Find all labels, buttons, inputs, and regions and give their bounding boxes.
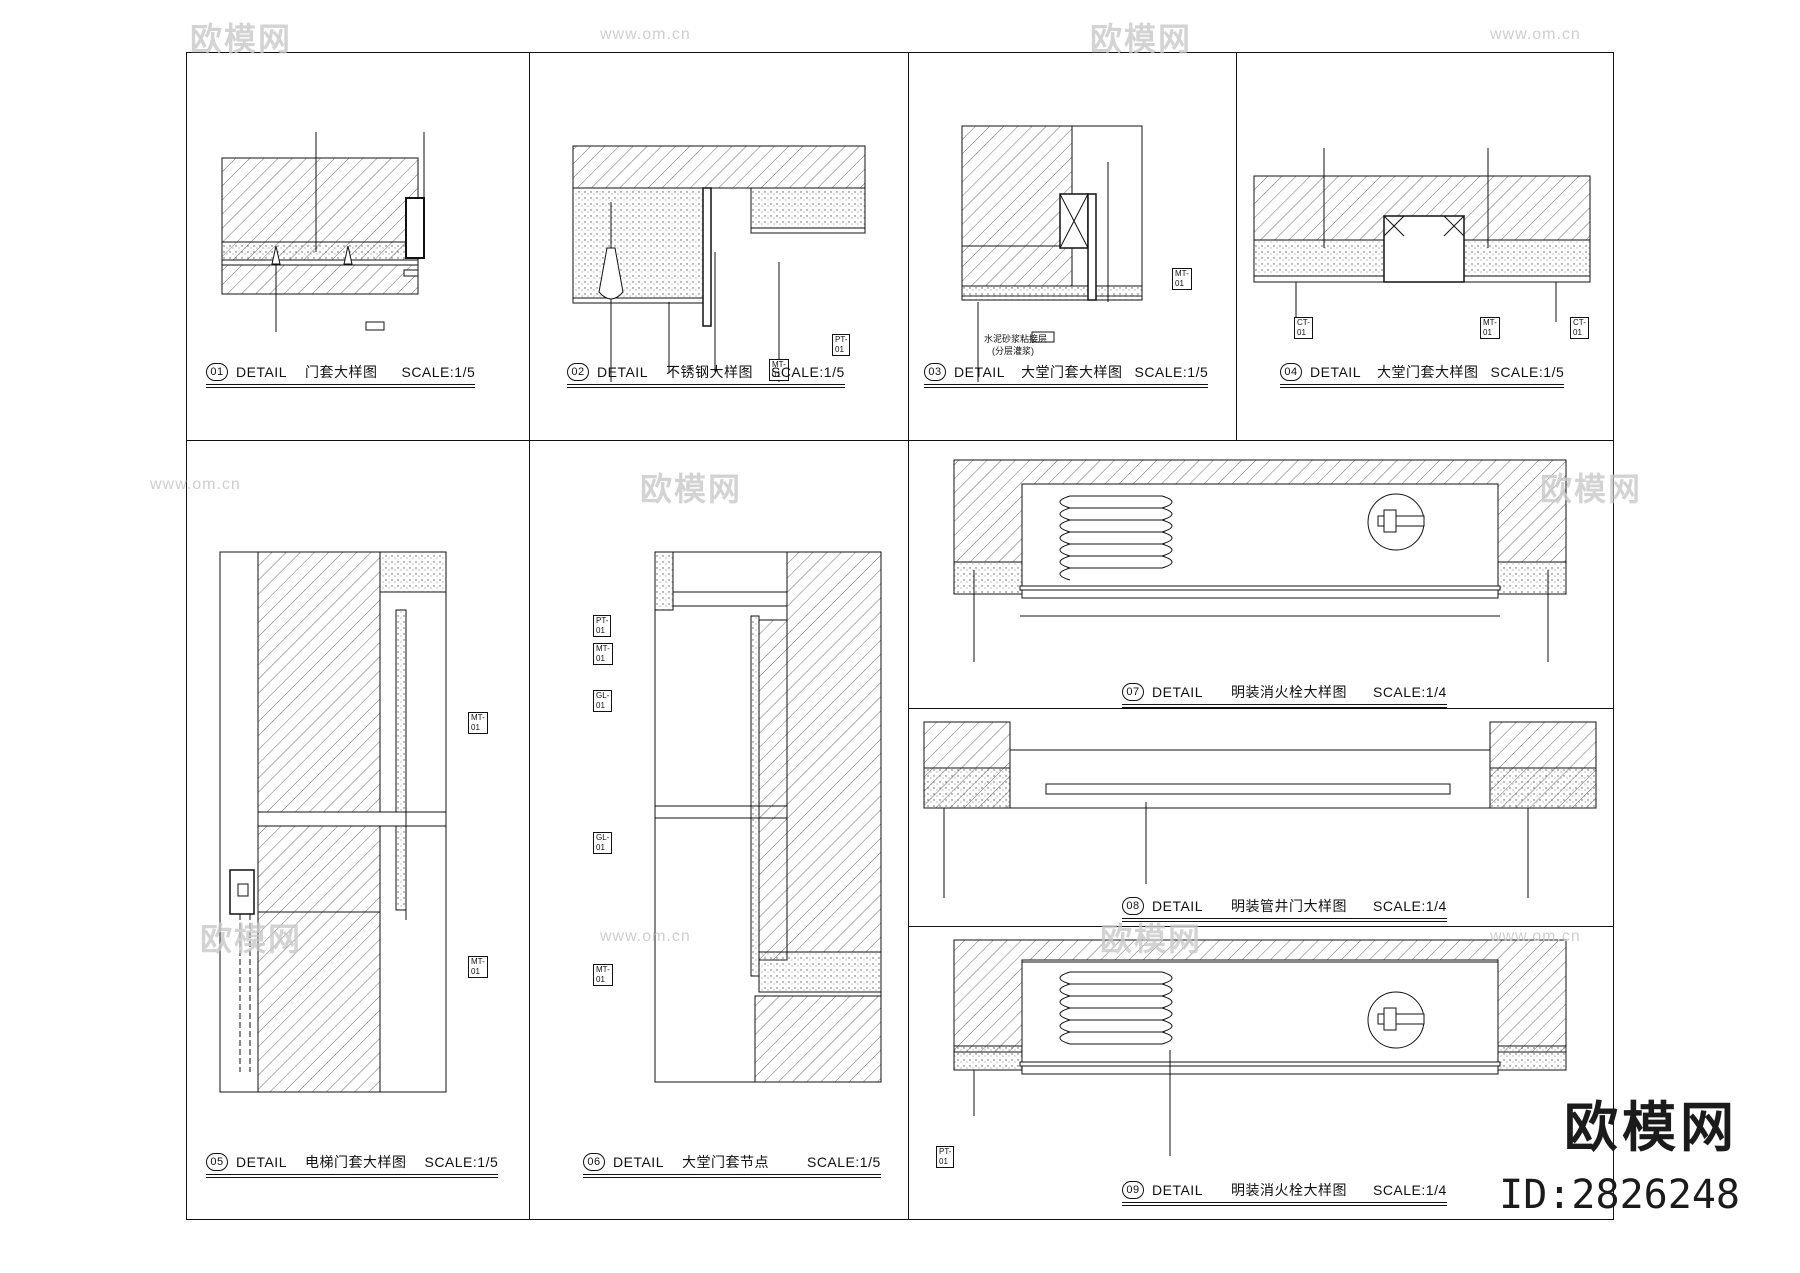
hose-reel	[1059, 971, 1173, 1045]
detail-drawing-03	[961, 125, 1143, 382]
detail-number: 05	[206, 1153, 228, 1171]
detail-scale: SCALE:1/4	[1372, 898, 1447, 914]
detail-title: 04 DETAIL 大堂门套大样图 SCALE:1/5	[1280, 362, 1565, 388]
material-tag: PT-01	[936, 1146, 955, 1168]
detail-name: 电梯门套大样图	[304, 1154, 407, 1170]
detail-drawing-04	[1253, 148, 1591, 322]
detail-drawing-06	[654, 551, 882, 1083]
material-tag: MT-01	[1480, 317, 1500, 339]
material-tag: GL-01	[593, 690, 613, 712]
model-id: ID:2826248	[1499, 1172, 1740, 1218]
annotation: 水泥砂浆粘接层	[984, 334, 1048, 344]
material-tag: MT-01	[593, 643, 613, 665]
detail-number: 03	[924, 363, 946, 381]
material-tag: MT-01	[468, 956, 488, 978]
detail-name: 明装消火栓大样图	[1230, 684, 1347, 700]
detail-number: 01	[206, 363, 228, 381]
detail-title: 02 DETAIL 不锈钢大样图 SCALE:1/5	[567, 362, 845, 388]
material-tag: CT-01	[1570, 317, 1589, 339]
detail-name: 大堂门套大样图	[1020, 364, 1123, 380]
detail-drawing-07	[953, 459, 1567, 662]
detail-label: DETAIL	[236, 1154, 287, 1170]
material-tag: GL-01	[593, 832, 613, 854]
watermark-url: www.om.cn	[600, 928, 691, 945]
detail-title: 03 DETAIL 大堂门套大样图 SCALE:1/5	[924, 362, 1209, 388]
detail-label: DETAIL	[1310, 364, 1361, 380]
detail-number: 04	[1280, 363, 1302, 381]
brand-logo-text: 欧模网	[1564, 1096, 1738, 1159]
detail-scale: SCALE:1/5	[424, 1154, 499, 1170]
watermark-url: www.om.cn	[600, 26, 691, 43]
detail-title: 05 DETAIL 电梯门套大样图 SCALE:1/5	[206, 1152, 499, 1178]
watermark: 欧模网	[640, 471, 743, 507]
detail-title: 07 DETAIL 明装消火栓大样图 SCALE:1/4	[1122, 682, 1447, 708]
detail-name: 大堂门套大样图	[1376, 364, 1479, 380]
detail-scale: SCALE:1/5	[806, 1154, 881, 1170]
detail-scale: SCALE:1/4	[1372, 684, 1447, 700]
watermark-url: www.om.cn	[1490, 26, 1581, 43]
detail-number: 07	[1122, 683, 1144, 701]
detail-scale: SCALE:1/5	[1134, 364, 1209, 380]
detail-drawing-01	[221, 132, 425, 332]
detail-name: 明装消火栓大样图	[1230, 1182, 1347, 1198]
divider	[186, 440, 1614, 441]
detail-scale: SCALE:1/5	[1490, 364, 1565, 380]
detail-title: 01 DETAIL 门套大样图 SCALE:1/5	[206, 362, 476, 388]
detail-name: 门套大样图	[304, 364, 378, 380]
detail-drawing-09	[953, 939, 1567, 1156]
detail-label: DETAIL	[597, 364, 648, 380]
watermark: 欧模网	[190, 21, 293, 57]
detail-number: 09	[1122, 1181, 1144, 1199]
material-tag: MT-01	[1172, 268, 1192, 290]
watermark: 欧模网	[1540, 471, 1643, 507]
material-tag: PT-01	[832, 334, 851, 356]
watermark-url: www.om.cn	[150, 476, 241, 493]
divider	[908, 52, 909, 1220]
material-tag: CT-01	[1294, 317, 1313, 339]
detail-label: DETAIL	[1152, 898, 1203, 914]
detail-drawing-08	[923, 721, 1597, 898]
material-tag: MT-01	[769, 359, 789, 381]
detail-label: DETAIL	[1152, 684, 1203, 700]
detail-scale: SCALE:1/5	[770, 364, 845, 380]
detail-title: 06 DETAIL 大堂门套节点 SCALE:1/5	[583, 1152, 881, 1178]
detail-label: DETAIL	[954, 364, 1005, 380]
material-tag: PT-01	[593, 615, 612, 637]
detail-name: 明装管井门大样图	[1230, 898, 1347, 914]
detail-scale: SCALE:1/5	[401, 364, 476, 380]
divider	[529, 52, 530, 1220]
detail-number: 02	[567, 363, 589, 381]
drawing-sheet	[186, 52, 1614, 1220]
detail-number: 08	[1122, 897, 1144, 915]
detail-scale: SCALE:1/4	[1372, 1182, 1447, 1198]
hose-reel	[1059, 495, 1173, 581]
watermark: 欧模网	[1090, 21, 1193, 57]
detail-title: 08 DETAIL 明装管井门大样图 SCALE:1/4	[1122, 896, 1447, 922]
watermark-url: www.om.cn	[1490, 928, 1581, 945]
detail-title: 09 DETAIL 明装消火栓大样图 SCALE:1/4	[1122, 1180, 1447, 1206]
annotation: (分层灌浆)	[992, 346, 1034, 356]
detail-name: 大堂门套节点	[681, 1154, 769, 1170]
divider	[908, 708, 1614, 709]
divider	[908, 926, 1614, 927]
detail-drawing-05	[219, 551, 447, 1093]
detail-label: DETAIL	[613, 1154, 664, 1170]
detail-label: DETAIL	[236, 364, 287, 380]
detail-number: 06	[583, 1153, 605, 1171]
material-tag: MT-01	[593, 964, 613, 986]
material-tag: MT-01	[468, 712, 488, 734]
detail-name: 不锈钢大样图	[665, 364, 753, 380]
divider	[1236, 52, 1237, 440]
watermark: 欧模网	[1100, 921, 1203, 957]
detail-drawing-02	[572, 145, 866, 382]
detail-label: DETAIL	[1152, 1182, 1203, 1198]
watermark: 欧模网	[200, 921, 303, 957]
